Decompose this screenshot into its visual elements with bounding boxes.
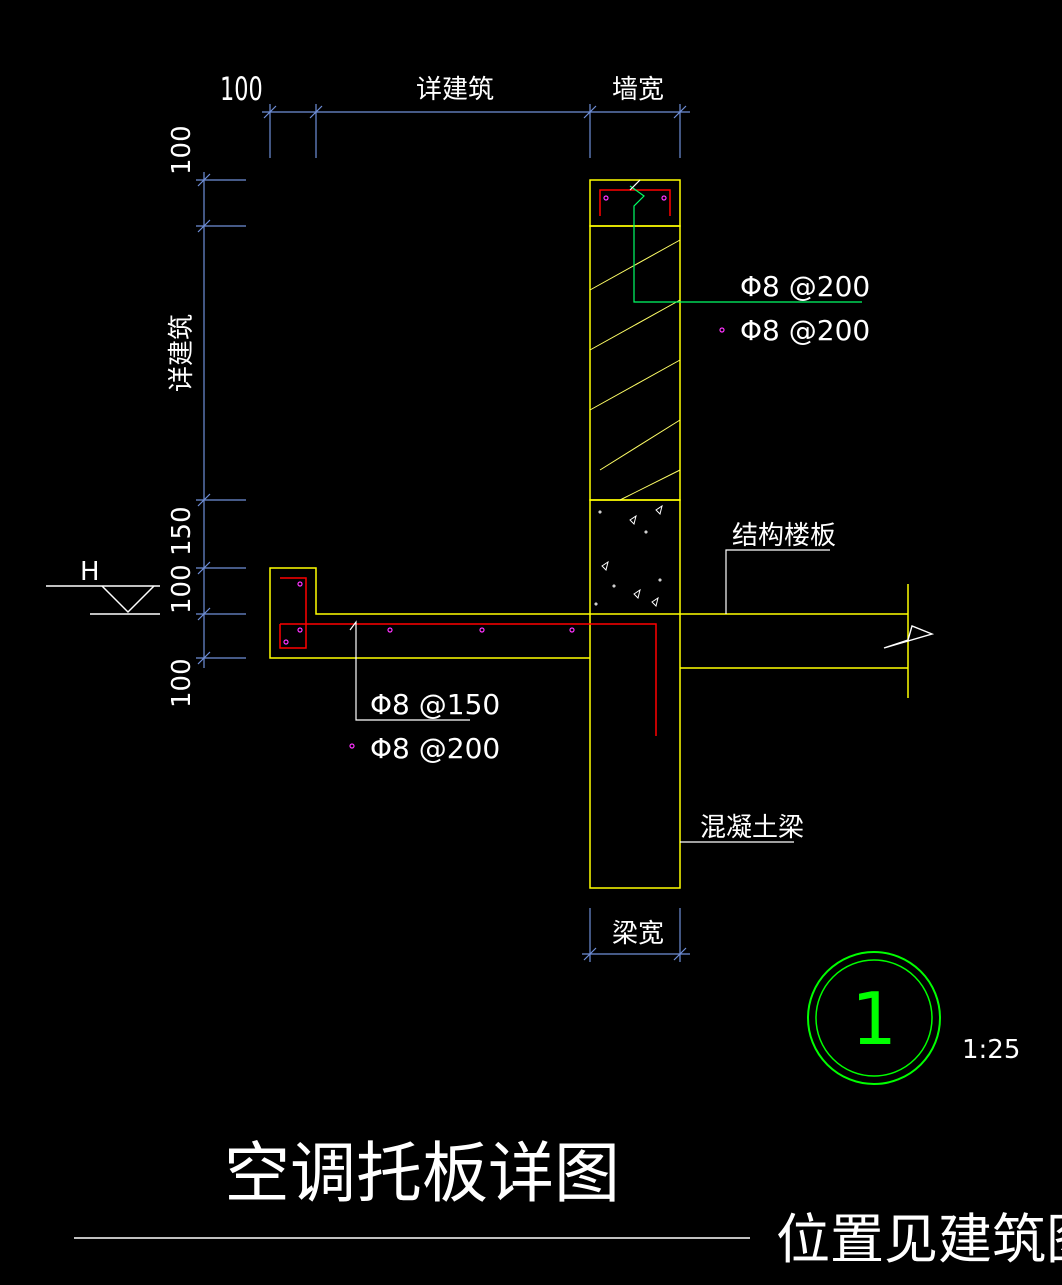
scale-label: 1:25 — [962, 1035, 1020, 1065]
concrete-beam — [589, 499, 681, 889]
drawing-title: 空调托板详图 — [224, 1135, 620, 1212]
dim-left-100-top: 100 — [167, 125, 197, 175]
location-note: 位置见建筑图 — [776, 1208, 1062, 1271]
wall-top-cap — [589, 179, 681, 227]
detail-circle-outer — [807, 951, 941, 1085]
bracket-edge-rebar — [279, 577, 307, 649]
structure-outline — [269, 179, 909, 889]
dim-left-100-bottom: 100 — [167, 658, 197, 708]
dim-top-100: 100 — [220, 70, 263, 108]
slab-main-label: Φ8 @150 — [370, 688, 500, 721]
wall-dist-label: Φ8 @200 — [740, 314, 870, 347]
break-symbol — [883, 625, 935, 649]
dim-left-150: 150 — [167, 506, 197, 556]
slab-dist-label: Φ8 @200 — [370, 732, 500, 765]
detail-number: 1 — [851, 977, 897, 1061]
dim-bottom-beam-width: 梁宽 — [612, 919, 664, 949]
detail-circle-inner — [815, 959, 933, 1077]
wall-stirrup-label: Φ8 @200 — [740, 270, 870, 303]
rebar-dots — [283, 195, 725, 749]
wall-top-stirrup — [599, 189, 671, 216]
rebar-labels: Φ8 @200 Φ8 @200 Φ8 @150 Φ8 @200 结构楼板 混凝土… — [370, 270, 870, 843]
detail-symbol: 1 1:25 — [807, 951, 1020, 1085]
dim-top-detail-arch: 详建筑 — [416, 75, 494, 105]
dim-top-wall-width: 墙宽 — [612, 75, 664, 105]
concrete-speckle — [594, 504, 663, 607]
slab-main-rebar — [280, 623, 657, 736]
level-mark: H — [46, 557, 160, 615]
bracket-slab-outline — [269, 567, 590, 659]
dimension-lines — [196, 104, 690, 962]
dim-left-100-mid: 100 — [167, 564, 197, 614]
masonry-wall — [589, 225, 681, 501]
level-mark-label: H — [80, 557, 100, 587]
dim-left-detail-arch: 详建筑 — [167, 314, 197, 392]
dimension-texts: 100 详建筑 墙宽 100 详建筑 150 100 100 梁宽 — [167, 70, 664, 949]
masonry-hatch — [589, 239, 681, 501]
floor-slab-callout: 结构楼板 — [732, 521, 836, 551]
concrete-beam-callout: 混凝土梁 — [700, 813, 804, 843]
leader-lines — [349, 179, 862, 843]
